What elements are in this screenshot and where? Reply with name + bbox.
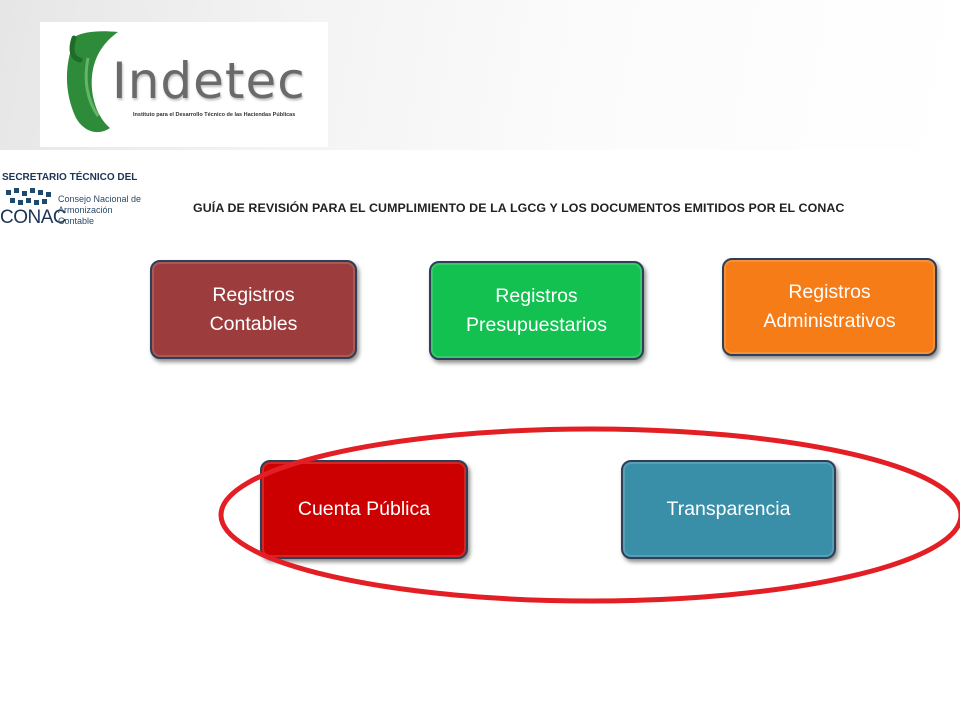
indetec-subtitle: Instituto para el Desarrollo Técnico de … (133, 112, 296, 118)
conac-logo: SECRETARIO TÉCNICO DEL CONAC Consejo Nac… (0, 172, 150, 242)
button-label: Registros Administrativos (763, 281, 896, 332)
button-label: Cuenta Pública (297, 498, 431, 520)
registros-presupuestarios-button[interactable]: Registros Presupuestarios (429, 261, 644, 360)
indetec-logo: Indetec Instituto para el Desarrollo Téc… (40, 22, 328, 147)
conac-wordmark: CONAC (0, 207, 67, 228)
conac-title: SECRETARIO TÉCNICO DEL (2, 172, 138, 183)
conac-description: Consejo Nacional de Armonización Contabl… (58, 194, 142, 226)
indetec-leaf-icon (66, 31, 118, 133)
page-title: GUÍA DE REVISIÓN PARA EL CUMPLIMIENTO DE… (193, 201, 845, 215)
indetec-wordmark: Indetec (112, 52, 306, 110)
conac-dots-icon (6, 188, 51, 205)
button-label: Registros Presupuestarios (466, 284, 607, 336)
registros-contables-button[interactable]: Registros Contables (150, 260, 357, 359)
transparencia-button[interactable]: Transparencia (621, 460, 836, 559)
button-label: Registros Contables (209, 283, 298, 335)
cuenta-publica-button[interactable]: Cuenta Pública (260, 460, 468, 559)
button-label: Transparencia (666, 498, 791, 520)
registros-administrativos-button[interactable]: Registros Administrativos (722, 258, 937, 356)
